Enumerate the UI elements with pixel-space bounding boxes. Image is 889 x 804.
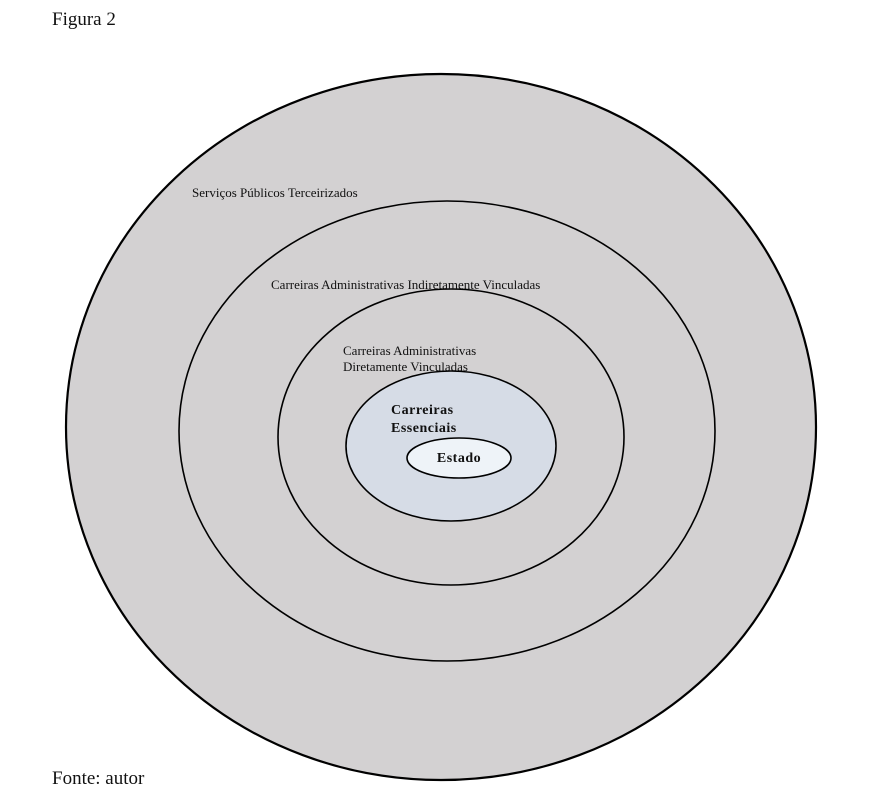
- label-outsourced-services: Serviços Públicos Terceirizados: [192, 185, 358, 200]
- figure-title: Figura 2: [52, 9, 116, 30]
- label-direct-careers-line1: Carreiras Administrativas: [343, 343, 476, 358]
- label-indirect-careers: Carreiras Administrativas Indiretamente …: [271, 277, 540, 292]
- ring-state-core: [406, 437, 512, 479]
- label-essential-careers-line2: Essenciais: [391, 421, 457, 436]
- label-direct-careers-line2: Diretamente Vinculadas: [343, 359, 468, 374]
- label-essential-careers-line1: Carreiras: [391, 403, 454, 418]
- figure-source: Fonte: autor: [52, 768, 145, 789]
- label-state: Estado: [437, 451, 481, 466]
